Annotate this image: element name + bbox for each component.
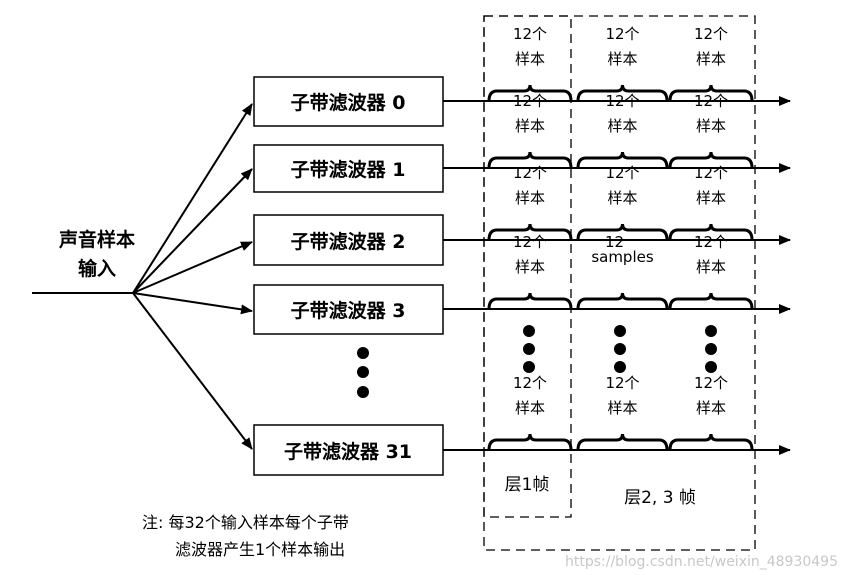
group-brace: [487, 433, 573, 451]
layer23-frame-label: 层2, 3 帧: [624, 488, 696, 508]
group-count-label: 12个: [513, 374, 547, 392]
watermark-text: https://blog.csdn.net/weixin_48930495: [565, 554, 838, 570]
group-count-label: 12个: [513, 92, 547, 110]
group-count-label: 12个: [605, 25, 639, 43]
group-brace: [487, 223, 573, 241]
column-ellipses: [523, 325, 717, 373]
layer1-frame-label: 层1帧: [505, 475, 550, 495]
group-brace: [576, 223, 669, 241]
group-unit-label: 样本: [515, 50, 545, 68]
filter-bank: 子带滤波器 0 子带滤波器 1 子带滤波器 2 子带滤波器 3 子带滤波器 31: [253, 76, 444, 476]
group-count-label: 12个: [605, 374, 639, 392]
arrow-to-filter-31: [132, 292, 253, 450]
group-count-label: 12个: [513, 25, 547, 43]
group-brace: [576, 84, 669, 102]
group-count-label: 12个: [605, 164, 639, 182]
group-unit-label: 样本: [607, 50, 637, 68]
group-brace: [668, 292, 754, 310]
arrow-to-filter-1: [132, 168, 253, 294]
group-unit-label: samples: [591, 248, 654, 266]
group-brace: [668, 433, 754, 451]
group-unit-label: 样本: [607, 117, 637, 135]
filter-box-2: [253, 214, 444, 266]
group-count-label: 12个: [694, 233, 728, 251]
group-count-label: 12个: [513, 233, 547, 251]
group-brace: [576, 151, 669, 169]
layer1-frame-box: [483, 15, 572, 518]
fan-out-arrows: [132, 103, 253, 450]
group-unit-label: 样本: [696, 399, 726, 417]
group-count-label: 12个: [694, 374, 728, 392]
input-label-line1: 声音样本: [58, 228, 135, 251]
group-count-label: 12个: [694, 25, 728, 43]
filter-label-3: 子带滤波器 3: [291, 299, 406, 322]
output-arrows: [443, 96, 791, 455]
group-unit-label: 样本: [696, 189, 726, 207]
group-unit-label: 样本: [515, 117, 545, 135]
group-unit-label: 样本: [696, 50, 726, 68]
filter-box-1: [253, 144, 444, 193]
group-brace: [576, 292, 669, 310]
group-count-label: 12: [605, 233, 624, 251]
input-label-line2: 输入: [78, 257, 116, 280]
group-brace: [487, 151, 573, 169]
arrow-to-filter-0: [132, 103, 253, 294]
group-count-label: 12个: [513, 164, 547, 182]
group-brace: [668, 84, 754, 102]
filter-label-1: 子带滤波器 1: [291, 158, 406, 181]
note-line2: 滤波器产生1个样本输出: [175, 540, 345, 559]
arrow-to-filter-3: [132, 292, 253, 315]
group-brace: [487, 84, 573, 102]
filter-label-31: 子带滤波器 31: [284, 440, 412, 463]
group-unit-label: 样本: [696, 117, 726, 135]
group-unit-label: 样本: [607, 399, 637, 417]
group-brace: [576, 433, 669, 451]
group-brace: [668, 151, 754, 169]
group-unit-label: 样本: [515, 258, 545, 276]
group-unit-label: 样本: [607, 189, 637, 207]
filters-ellipsis: [357, 347, 369, 398]
frame-boxes: [483, 15, 756, 551]
arrow-to-filter-2: [132, 241, 253, 294]
group-unit-label: 样本: [515, 399, 545, 417]
note-line1: 注: 每32个输入样本每个子带: [142, 513, 349, 532]
group-brace: [487, 292, 573, 310]
group-count-label: 12个: [605, 92, 639, 110]
sample-groups: 12个样本12个样本12个样本12个样本12个样本12个样本12个样本12个样本…: [487, 25, 754, 451]
group-brace: [668, 223, 754, 241]
filter-label-2: 子带滤波器 2: [291, 230, 406, 253]
group-unit-label: 样本: [696, 258, 726, 276]
filter-label-0: 子带滤波器 0: [291, 91, 406, 114]
group-count-label: 12个: [694, 92, 728, 110]
group-unit-label: 样本: [515, 189, 545, 207]
group-count-label: 12个: [694, 164, 728, 182]
